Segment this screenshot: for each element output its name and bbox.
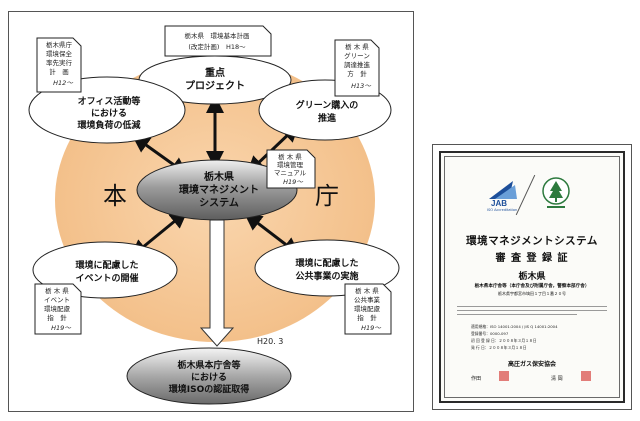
doc-right-bottom-l1: 栃 木 県 (355, 286, 379, 295)
right-upper-line2: 推進 (318, 112, 337, 124)
doc-center-l1: 栃 木 県 (278, 152, 302, 161)
doc-left-bottom-shape (34, 283, 82, 335)
left-upper-line1: オフィス活動等 (78, 95, 141, 107)
diagram-panel: 本 庁 重点 プロジェクト オフィス活動等 における 環境負荷の低減 グリーン購… (8, 11, 414, 412)
jab-logo-subtext: ISO Accreditation (487, 208, 518, 212)
date-label: H20. 3 (257, 337, 283, 346)
connector-arrows (130, 95, 301, 258)
doc-left-bottom-l2: イベント (44, 296, 70, 304)
doc-left-bottom-l5: H19～ (51, 324, 71, 332)
jab-logo-text: JAB (491, 199, 508, 208)
issuer-name: 高圧ガス保安協会 (507, 361, 556, 368)
certificate-address: 栃木県宇都宮市塙田１丁目１番２０号 (498, 291, 566, 296)
left-lower-line1: 環境に配慮した (75, 259, 138, 271)
signature-left: 作田 (471, 376, 492, 382)
doc-left-top-shape (36, 37, 82, 93)
standard-label: 適用規格： (471, 324, 490, 329)
khk-logo (541, 175, 571, 211)
signature-right: 清 岡 (551, 376, 573, 382)
jab-logo: JAB ISO Accreditation (487, 177, 521, 212)
doc-right-bottom-l2: 公共事業 (354, 295, 381, 304)
certificate-border: JAB ISO Accreditation 環境マネジメントシステム 審 査 登… (439, 151, 625, 403)
doc-left-top-l4: 計 画 (49, 67, 69, 76)
doc-top-line1: 栃木県 環境基本計画 (185, 31, 250, 40)
certificate-body-text (457, 303, 607, 318)
doc-right-bottom-shape (344, 283, 392, 335)
doc-right-bottom-l5: H19～ (361, 324, 381, 332)
doc-left-bottom-l4: 指 針 (47, 313, 67, 322)
bottom-line1: 栃木県本庁舎等 (177, 359, 240, 371)
doc-left-top-l1: 栃木県庁 (46, 40, 73, 49)
hon-label: 本 (103, 182, 127, 210)
environment-system-diagram: 本 庁 重点 プロジェクト オフィス活動等 における 環境負荷の低減 グリーン購… (28, 25, 400, 405)
top-node-line1: 重点 (205, 66, 225, 79)
doc-right-bottom-l3: 環境配慮 (354, 304, 381, 313)
issue-date-label: 発 行 日： (471, 345, 489, 350)
left-upper-line3: 環境負荷の低減 (77, 119, 140, 131)
top-node-line2: プロジェクト (185, 79, 245, 92)
certificate-title: 環境マネジメントシステム (466, 235, 598, 247)
left-upper-line2: における (91, 108, 127, 119)
doc-left-bottom-l3: 環境配慮 (44, 304, 71, 313)
certificate-inner-border (444, 156, 620, 398)
tree-seal-icon (542, 177, 570, 208)
certificate-details: 適用規格：ISO 14001:2004 / JIS Q 14001:2004 登… (471, 323, 558, 351)
jab-logo-mark (489, 181, 517, 199)
doc-right-top-l1: 栃 木 県 (345, 42, 369, 51)
center-line1: 栃木県 (204, 170, 234, 183)
document-shapes (34, 25, 392, 335)
node-center (136, 159, 298, 221)
registration-value: 0000-097 (489, 331, 509, 336)
right-upper-line1: グリーン購入の (296, 99, 359, 111)
standard-value: ISO 14001:2004 / JIS Q 14001:2004 (489, 324, 558, 329)
issue-date-value: ２００８年３月１８日 (488, 345, 527, 350)
seal-stamp-right (581, 371, 591, 381)
bottom-line2: における (191, 372, 227, 383)
right-lower-line2: 公共事業の実施 (295, 270, 358, 282)
doc-left-bottom-l1: 栃 木 県 (45, 286, 69, 295)
doc-left-top-l3: 率先実行 (46, 58, 73, 67)
center-line2: 環境マネジメント (179, 183, 259, 196)
node-left-upper (28, 76, 186, 144)
doc-top-shape (164, 25, 272, 57)
doc-left-top-l5: H12～ (53, 79, 73, 87)
doc-center-l2: 環境管理 (277, 160, 304, 169)
doc-center-shape (266, 149, 316, 189)
certificate-scope: 栃木県本庁舎等（本庁舎及び附属庁舎，警察本部庁舎） (474, 284, 590, 289)
left-lower-line2: イベントの開催 (75, 272, 138, 284)
center-line3: システム (199, 197, 239, 209)
doc-right-top-l5: H13～ (351, 82, 371, 90)
initial-date-value: ２００８年３月１８日 (498, 338, 537, 343)
cho-label: 庁 (315, 182, 339, 210)
seal-stamp-left (499, 371, 509, 381)
node-bottom (126, 347, 292, 405)
down-arrow (199, 219, 235, 347)
doc-top-line2: (改定計画) H18～ (188, 42, 246, 51)
registration-label: 登録番号： (471, 331, 490, 336)
node-right-lower (254, 239, 400, 297)
doc-right-top-shape (334, 39, 380, 97)
doc-right-top-l2: グリーン (344, 51, 370, 60)
certificate-subtitle: 審 査 登 録 証 (495, 253, 569, 264)
right-lower-line1: 環境に配慮した (295, 257, 358, 269)
doc-right-bottom-l4: 指 針 (357, 313, 377, 322)
doc-right-top-l3: 調達推進 (344, 60, 371, 69)
arrow-upper-right (246, 123, 300, 175)
doc-center-l3: マニュアル (274, 169, 307, 177)
doc-right-top-l4: 方 針 (347, 69, 367, 78)
bottom-line3: 環境ISOの認証取得 (169, 383, 249, 395)
doc-left-top-l2: 環境保全 (46, 49, 73, 58)
initial-date-label: 初 回 登 録 日： (471, 338, 499, 343)
doc-center-l4: H19～ (283, 178, 303, 186)
certificate-org: 栃木県 (518, 272, 546, 282)
certificate-panel: JAB ISO Accreditation 環境マネジメントシステム 審 査 登… (432, 144, 632, 410)
